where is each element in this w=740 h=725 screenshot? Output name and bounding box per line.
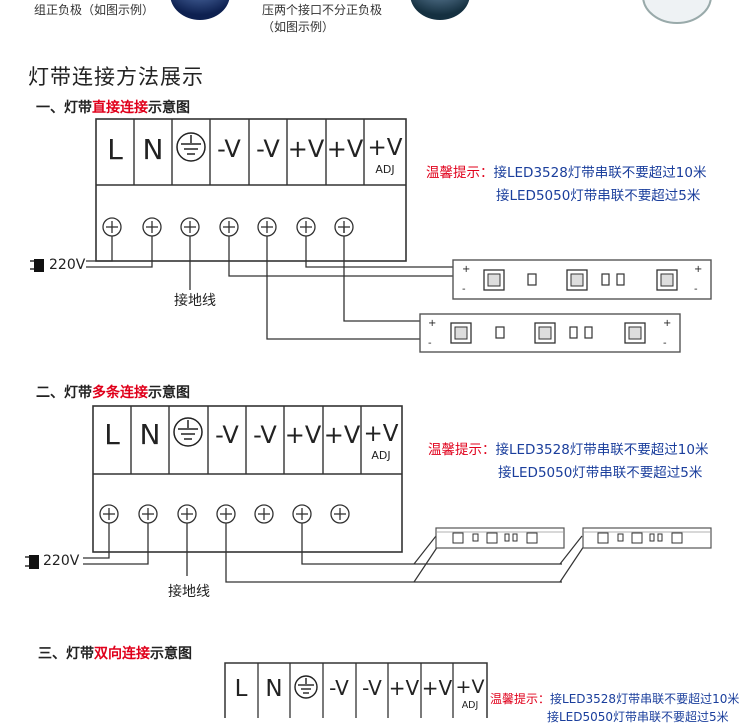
section2-tip-line1: 温馨提示：接LED3528灯带串联不要超过10米 bbox=[428, 442, 709, 458]
section2-suffix: 示意图 bbox=[148, 385, 190, 401]
section1-voltage: 220V bbox=[49, 257, 86, 273]
svg-text:+: + bbox=[694, 264, 702, 275]
terminal-label-neg2: -V bbox=[362, 676, 382, 700]
section2-highlight: 多条连接 bbox=[92, 385, 148, 401]
section1-diagram: L N -V -V +V +V +V ADJ + - bbox=[30, 118, 712, 353]
power-supply-box bbox=[92, 405, 403, 553]
top-photo-mid bbox=[410, 0, 470, 20]
adj-label: ADJ bbox=[462, 700, 479, 711]
adj-label: ADJ bbox=[371, 449, 390, 462]
section3-suffix: 示意图 bbox=[150, 646, 192, 662]
terminal-label-pos1: +V bbox=[389, 676, 420, 700]
screw-terminals bbox=[99, 504, 350, 524]
terminal-label-l: L bbox=[107, 133, 123, 166]
ground-symbol-icon bbox=[294, 675, 318, 699]
terminal-label-neg1: -V bbox=[329, 676, 349, 700]
section2-prefix: 二、灯带 bbox=[36, 385, 92, 401]
top-photo-right bbox=[642, 0, 712, 24]
svg-text:-: - bbox=[428, 338, 432, 349]
svg-text:+: + bbox=[462, 264, 470, 275]
section3-title: 三、灯带双向连接示意图 bbox=[38, 643, 192, 663]
terminal-label-pos2: +V bbox=[324, 421, 361, 449]
section3-tip-line1: 温馨提示：接LED3528灯带串联不要超过10米 bbox=[490, 692, 740, 706]
svg-text:-: - bbox=[694, 284, 698, 295]
terminal-label-neg1: -V bbox=[215, 421, 239, 449]
section3-diagram: L N -V -V +V +V +V ADJ bbox=[224, 662, 488, 718]
terminal-label-n: N bbox=[265, 676, 282, 702]
section3-prefix: 三、灯带 bbox=[38, 646, 94, 662]
led-strip-1: + - + - bbox=[452, 259, 712, 300]
section1-tip-line2: 接LED5050灯带串联不要超过5米 bbox=[496, 188, 701, 204]
terminal-label-pos2: +V bbox=[422, 676, 453, 700]
ground-symbol-icon bbox=[176, 132, 206, 162]
power-plug-icon bbox=[34, 259, 44, 272]
top-photo-left bbox=[170, 0, 230, 20]
terminal-label-neg1: -V bbox=[217, 135, 241, 163]
terminal-label-pos-adj: +V bbox=[456, 676, 485, 698]
terminal-label-pos1: +V bbox=[285, 421, 322, 449]
led-strip-2: + - + - bbox=[419, 313, 681, 353]
svg-text:+: + bbox=[428, 318, 436, 329]
power-plug-icon bbox=[29, 555, 39, 569]
terminal-label-neg2: -V bbox=[256, 135, 280, 163]
terminal-label-neg2: -V bbox=[253, 421, 277, 449]
section1-suffix: 示意图 bbox=[148, 100, 190, 116]
ground-symbol-icon bbox=[173, 417, 203, 447]
page-title: 灯带连接方法展示 bbox=[28, 65, 204, 89]
led-strip-small-2 bbox=[582, 527, 712, 549]
terminal-label-pos1: +V bbox=[288, 135, 325, 163]
section1-tip-line1: 温馨提示：接LED3528灯带串联不要超过10米 bbox=[426, 165, 707, 181]
caption-mid-line1: 压两个接口不分正负极 bbox=[262, 3, 383, 17]
terminal-label-pos2: +V bbox=[327, 135, 364, 163]
terminal-label-pos-adj: +V bbox=[363, 421, 398, 447]
section1-title: 一、灯带直接连接示意图 bbox=[36, 97, 190, 117]
terminal-label-l: L bbox=[104, 418, 120, 451]
svg-text:-: - bbox=[663, 338, 667, 349]
section1-ground-label: 接地线 bbox=[174, 293, 216, 309]
caption-left: 组正负极（如图示例） bbox=[34, 3, 155, 17]
terminal-label-l: L bbox=[235, 676, 248, 702]
section3-tip-line2: 接LED5050灯带串联不要超过5米 bbox=[547, 710, 729, 724]
section2-title: 二、灯带多条连接示意图 bbox=[36, 382, 190, 402]
section3-highlight: 双向连接 bbox=[94, 646, 150, 662]
led-strip-small-1 bbox=[435, 527, 565, 549]
terminal-label-n: N bbox=[143, 133, 164, 166]
section2-ground-label: 接地线 bbox=[168, 584, 210, 600]
terminal-label-pos-adj: +V bbox=[367, 135, 402, 161]
section2-tip-line2: 接LED5050灯带串联不要超过5米 bbox=[498, 465, 703, 481]
section2-diagram: L N -V -V +V +V +V ADJ bbox=[25, 405, 712, 583]
svg-text:+: + bbox=[663, 318, 671, 329]
power-supply-box bbox=[95, 118, 407, 262]
caption-mid-line2: （如图示例） bbox=[262, 20, 335, 34]
section2-voltage: 220V bbox=[43, 553, 80, 569]
section1-prefix: 一、灯带 bbox=[36, 100, 92, 116]
terminal-label-n: N bbox=[140, 418, 161, 451]
svg-text:-: - bbox=[462, 284, 466, 295]
section1-highlight: 直接连接 bbox=[92, 100, 148, 116]
adj-label: ADJ bbox=[375, 163, 394, 176]
